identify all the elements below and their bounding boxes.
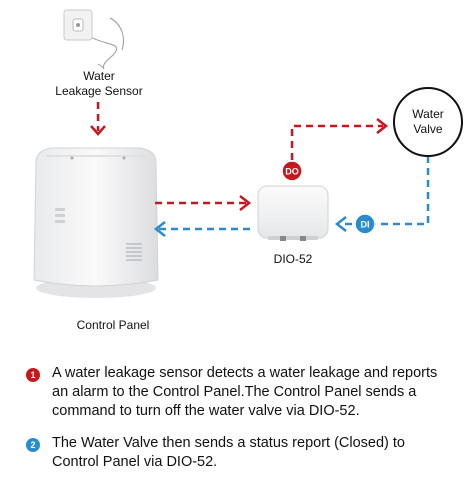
sensor-label: Water Leakage Sensor <box>55 69 143 98</box>
water-leakage-sensor-image <box>63 9 124 70</box>
arrow-valve-to-dio <box>334 156 430 232</box>
step-2-number-badge: 2 <box>26 438 40 452</box>
do-badge: DO <box>281 160 303 182</box>
arrow-dio-to-valve <box>290 118 389 160</box>
panel-label: Control Panel <box>76 318 150 332</box>
arrow-dio-to-panel <box>153 221 250 237</box>
arrow-panel-to-dio <box>155 195 252 211</box>
di-badge-label: DI <box>361 220 370 230</box>
dio-label: DIO-52 <box>273 252 313 266</box>
do-badge-label: DO <box>285 167 299 177</box>
step-2-text: The Water Valve then sends a status repo… <box>52 435 405 470</box>
control-panel-image <box>33 147 159 298</box>
step-1-number-badge: 1 <box>26 368 40 382</box>
arrow-sensor-to-panel <box>90 102 106 136</box>
water-valve-circle <box>393 87 463 157</box>
di-badge: DI <box>354 213 376 235</box>
step-1-text: A water leakage sensor detects a water l… <box>52 365 438 419</box>
valve-label: Water Valve <box>412 107 444 136</box>
dio-52-image <box>257 185 329 241</box>
